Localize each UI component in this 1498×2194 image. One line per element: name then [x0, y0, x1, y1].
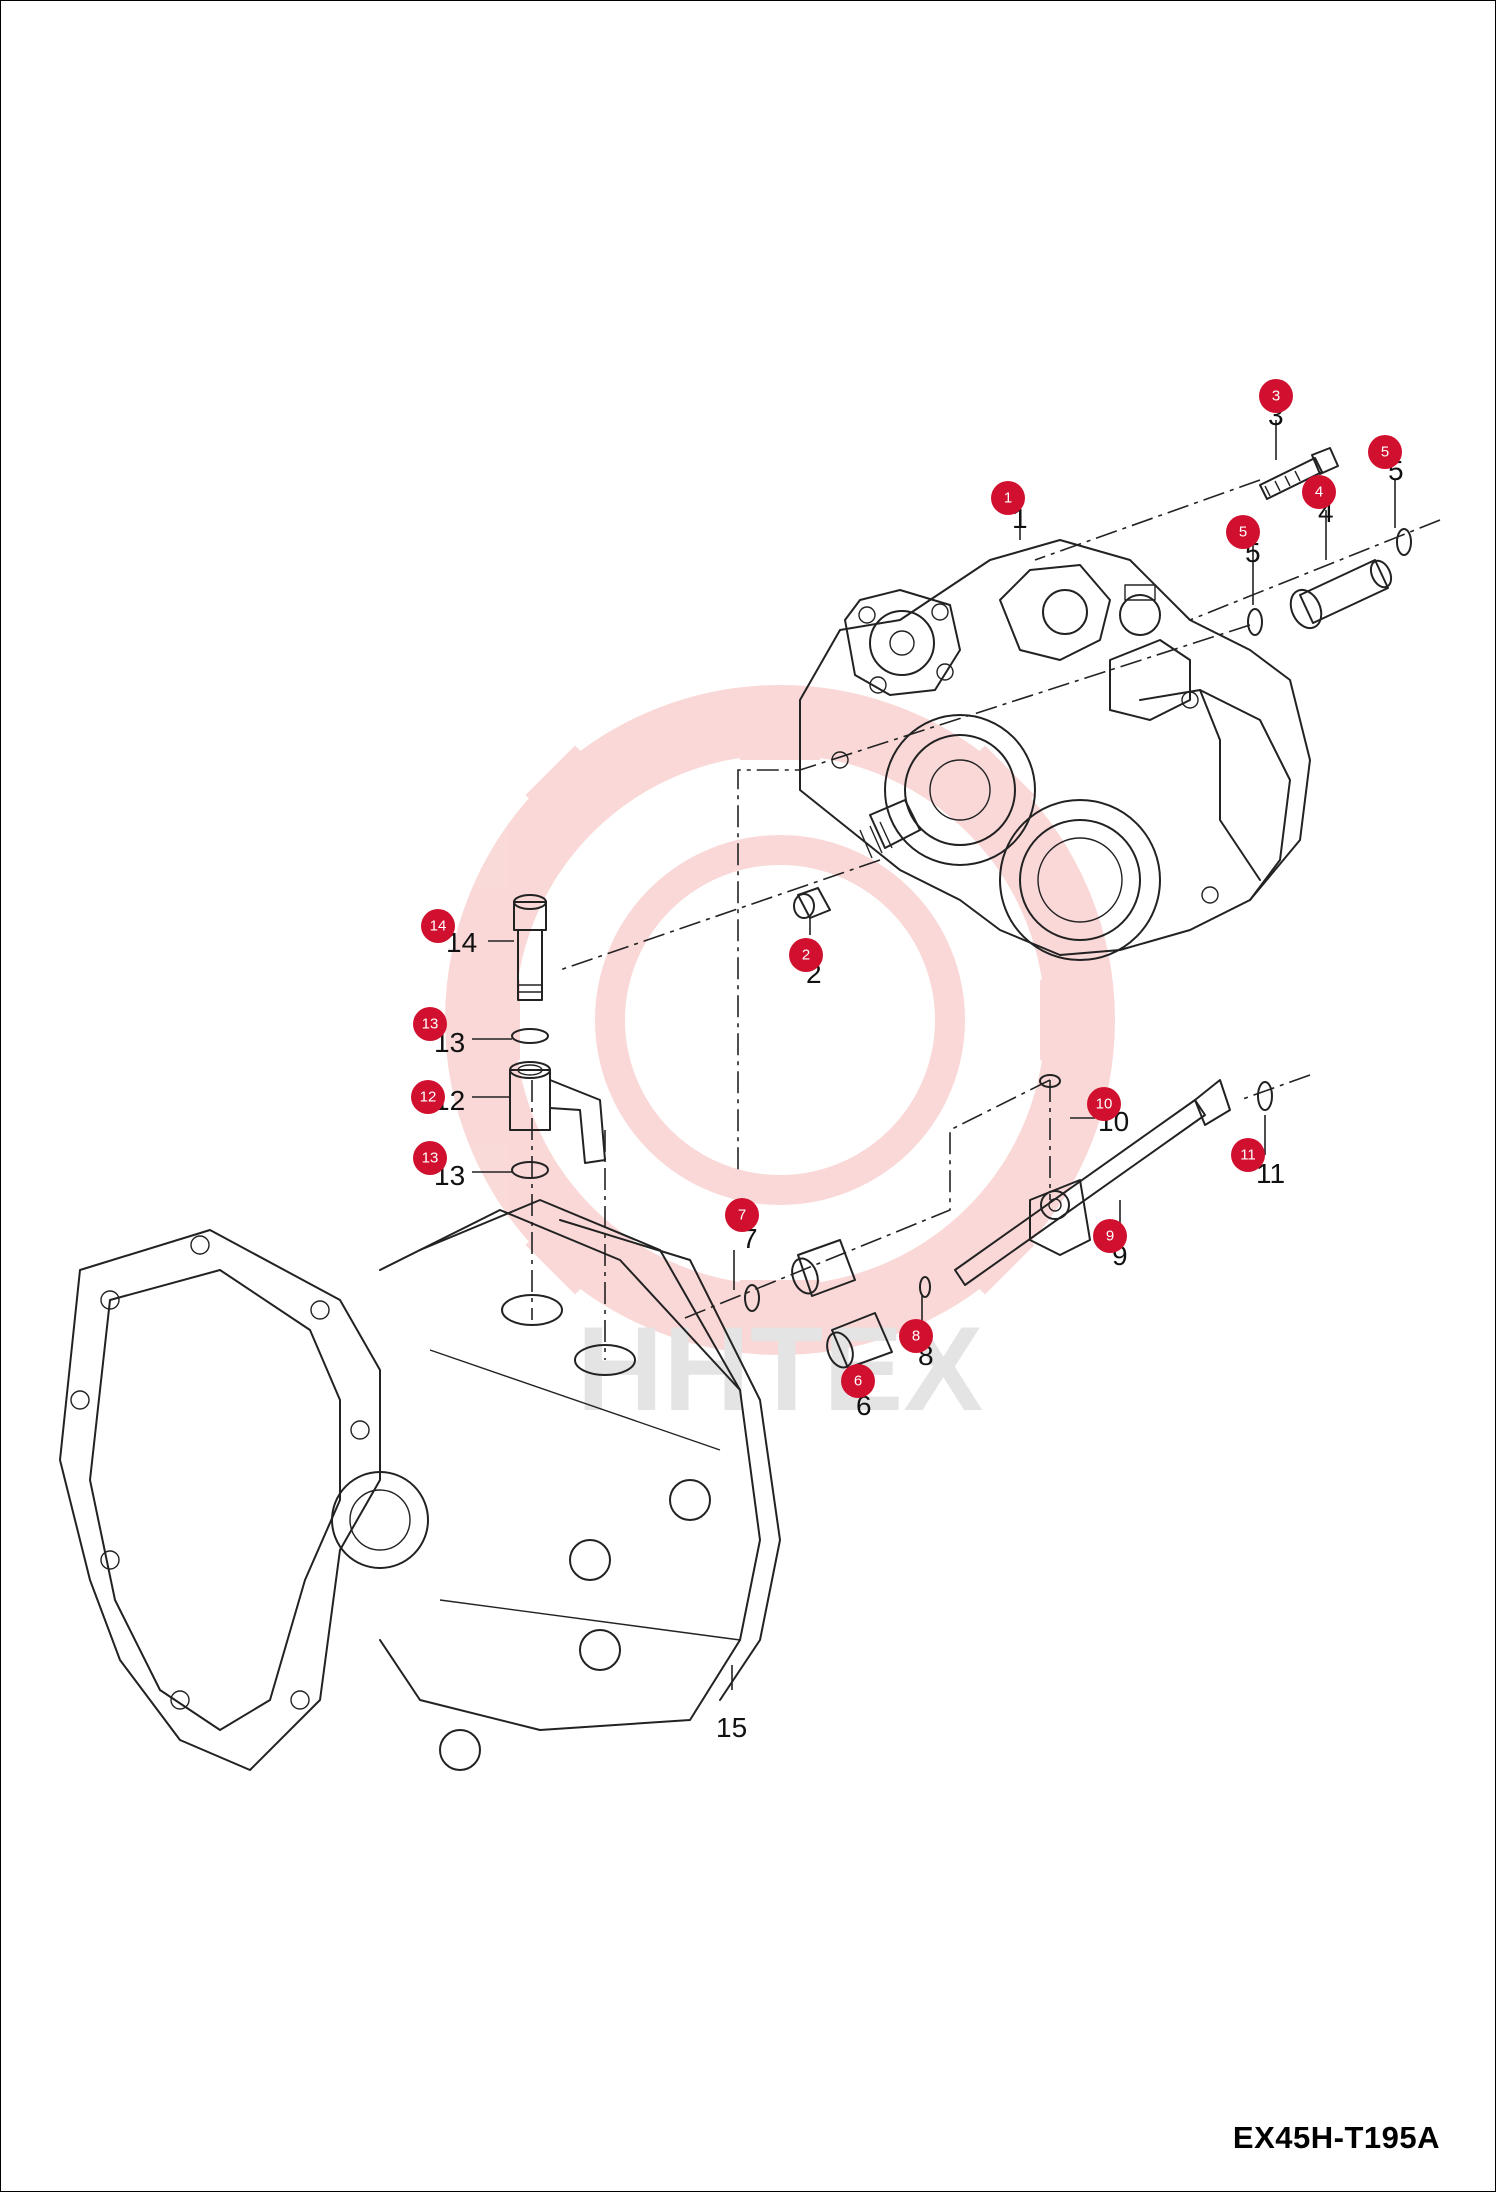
- svg-text:5: 5: [1381, 444, 1389, 461]
- part-5-orings: [1247, 528, 1412, 636]
- part-3-bolt: [1259, 447, 1339, 500]
- badge-7[interactable]: 7: [725, 1198, 759, 1232]
- badge-4[interactable]: 4: [1302, 475, 1336, 509]
- part-12-banjo-fitting: [509, 1061, 606, 1164]
- part-14-banjo-bolt: [513, 894, 547, 1001]
- part-4-pin: [1289, 559, 1393, 630]
- part-7-oring: [744, 1284, 760, 1312]
- badge-3[interactable]: 3: [1259, 379, 1293, 413]
- svg-text:12: 12: [420, 1089, 437, 1106]
- badge-10[interactable]: 10: [1087, 1087, 1121, 1121]
- svg-text:10: 10: [1096, 1096, 1113, 1113]
- part-15-transmission-housing: [59, 1199, 781, 1771]
- svg-text:9: 9: [1106, 1228, 1114, 1245]
- svg-text:8: 8: [912, 1328, 920, 1345]
- badge-12[interactable]: 12: [411, 1080, 445, 1114]
- watermark-gear-icon: [445, 685, 1115, 1355]
- badge-9[interactable]: 9: [1093, 1219, 1127, 1253]
- part-number-labels: 1 2 3 4 5 5 6 7 8 9 10 11 12 13 13 14 15: [434, 400, 1404, 1743]
- part-10-oring: [1039, 1074, 1061, 1088]
- badge-11[interactable]: 11: [1231, 1138, 1265, 1172]
- watermark-logo: HHTEX: [445, 685, 1115, 1436]
- label-part-15: 15: [716, 1712, 747, 1743]
- part-9-lever-shaft: [954, 1079, 1231, 1286]
- pump-assembly: [799, 539, 1311, 961]
- svg-text:4: 4: [1315, 484, 1323, 501]
- part-13-washers: [511, 1028, 549, 1179]
- svg-text:2: 2: [802, 947, 810, 964]
- svg-text:6: 6: [854, 1373, 862, 1390]
- part-2-bushing: [793, 887, 831, 919]
- badge-8[interactable]: 8: [899, 1319, 933, 1353]
- badge-14[interactable]: 14: [421, 909, 455, 943]
- svg-text:3: 3: [1272, 388, 1280, 405]
- svg-text:11: 11: [1240, 1147, 1256, 1164]
- part-11-oring: [1257, 1081, 1273, 1111]
- badge-13b[interactable]: 13: [413, 1141, 447, 1175]
- drawing-code: EX45H-T195A: [1232, 2120, 1440, 2155]
- callout-badges: 1 2 3 4 5 5 6 7 8 9 10 11 12 13 13 14: [411, 379, 1402, 1398]
- badge-5a[interactable]: 5: [1226, 515, 1260, 549]
- part-8-oring: [919, 1276, 931, 1298]
- badge-2[interactable]: 2: [789, 938, 823, 972]
- svg-text:13: 13: [422, 1016, 439, 1033]
- badge-5b[interactable]: 5: [1368, 435, 1402, 469]
- badge-6[interactable]: 6: [841, 1364, 875, 1398]
- svg-text:14: 14: [430, 918, 447, 935]
- svg-text:5: 5: [1239, 524, 1247, 541]
- assembly-centerlines: [531, 479, 1441, 1360]
- leader-lines: [472, 420, 1396, 1690]
- svg-text:13: 13: [422, 1150, 439, 1167]
- svg-text:7: 7: [738, 1207, 746, 1224]
- svg-text:1: 1: [1004, 490, 1012, 507]
- badge-1[interactable]: 1: [991, 481, 1025, 515]
- part-6-fittings: [791, 1239, 893, 1369]
- badge-13a[interactable]: 13: [413, 1007, 447, 1041]
